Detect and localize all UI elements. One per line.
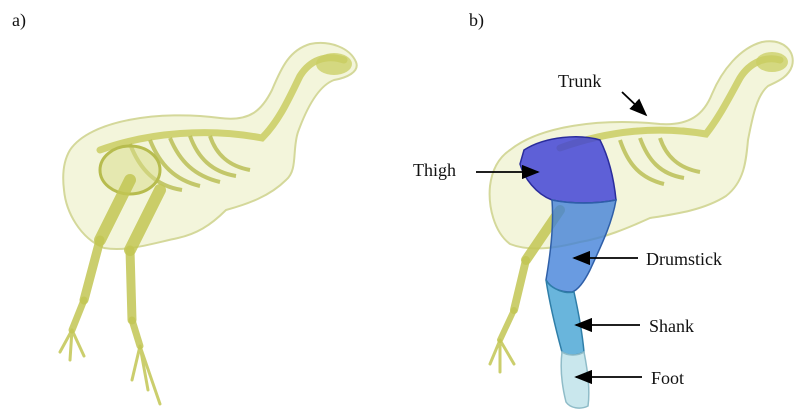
- skull-a: [316, 53, 352, 75]
- label-trunk: Trunk: [558, 71, 601, 91]
- label-shank: Shank: [649, 316, 694, 336]
- chicken-b: Trunk Thigh Drumstick Shank Foot: [413, 41, 793, 408]
- label-drumstick: Drumstick: [646, 249, 722, 269]
- label-foot: Foot: [651, 368, 684, 388]
- skull-b: [756, 52, 788, 72]
- chicken-a: [60, 43, 357, 404]
- segment-drumstick: [546, 200, 616, 292]
- label-thigh: Thigh: [413, 160, 456, 180]
- arrow-trunk: [622, 92, 646, 115]
- segment-foot: [561, 352, 589, 408]
